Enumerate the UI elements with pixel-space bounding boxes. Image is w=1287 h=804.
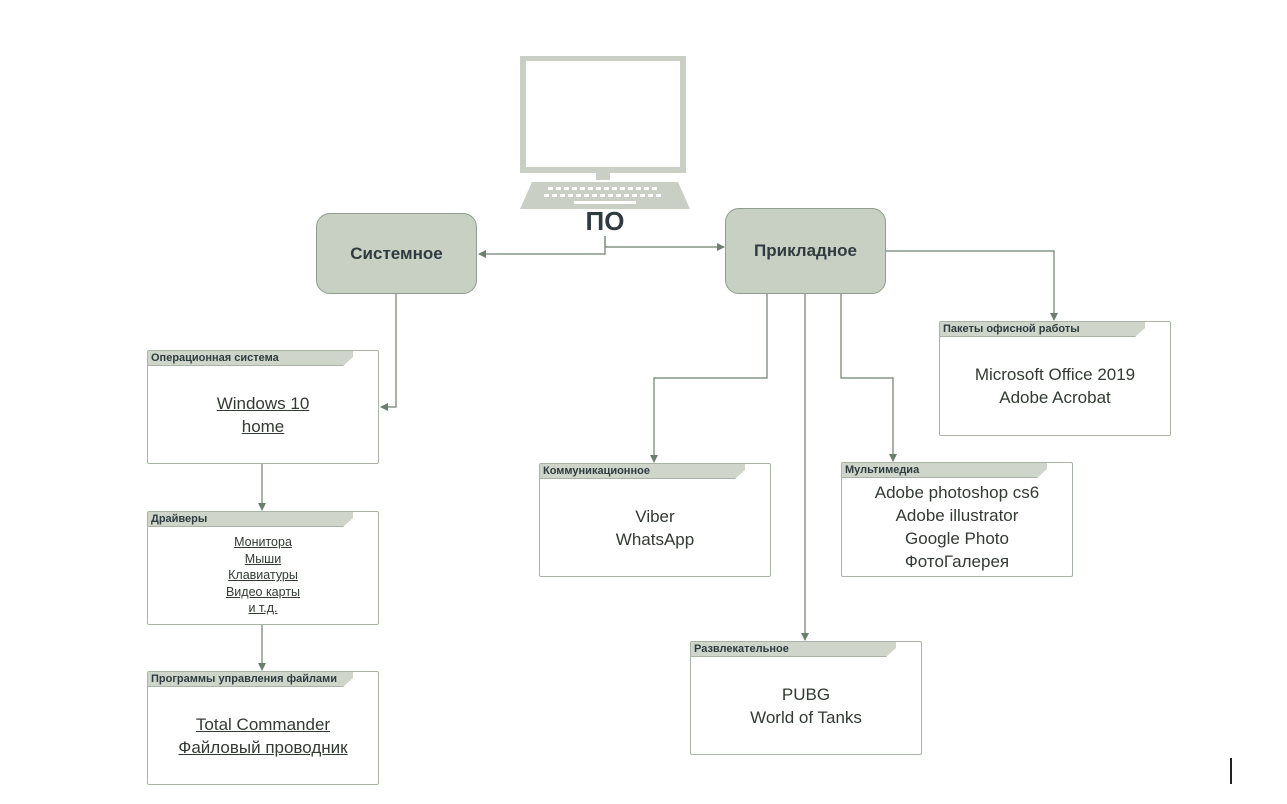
- driver-item: Видео карты: [225, 584, 301, 599]
- connector-root-applied: [604, 236, 725, 251]
- communication-frame-title: Коммуникационное: [540, 464, 745, 479]
- os-frame-title: Операционная система: [148, 351, 353, 366]
- connector-applied-communication: [650, 294, 768, 463]
- driver-item: Монитора: [234, 535, 292, 550]
- entertainment-frame-title: Развлекательное: [691, 642, 896, 657]
- drivers-frame-body: Монитора Мыши Клавиатуры Видео карты и т…: [148, 527, 378, 624]
- applied-node[interactable]: Прикладное: [725, 208, 886, 294]
- driver-item: и т.д.: [248, 601, 278, 616]
- driver-item: Мыши: [244, 551, 282, 566]
- communication-item: Viber: [635, 506, 675, 526]
- drivers-frame[interactable]: Драйверы Монитора Мыши Клавиатуры Видео …: [147, 511, 379, 625]
- system-node[interactable]: Системное: [316, 213, 477, 294]
- multimedia-item: Adobe photoshop cs6: [874, 482, 1040, 502]
- os-frame[interactable]: Операционная система Windows 10 home: [147, 350, 379, 464]
- multimedia-frame-title: Мультимедиа: [842, 463, 1047, 478]
- communication-frame[interactable]: Коммуникационное Viber WhatsApp: [539, 463, 771, 577]
- os-frame-body: Windows 10 home: [148, 366, 378, 463]
- file-managers-frame-title: Программы управления файлами: [148, 672, 353, 687]
- office-frame-body: Microsoft Office 2019 Adobe Acrobat: [940, 337, 1170, 435]
- applied-label: Прикладное: [754, 241, 857, 260]
- os-item: Windows 10: [216, 393, 310, 413]
- entertainment-frame[interactable]: Развлекательное PUBG World of Tanks: [690, 641, 922, 755]
- communication-frame-body: Viber WhatsApp: [540, 479, 770, 576]
- text-cursor: [1230, 758, 1232, 784]
- multimedia-item: Adobe illustrator: [895, 505, 1019, 525]
- communication-item: WhatsApp: [615, 529, 695, 549]
- multimedia-frame-body: Adobe photoshop cs6 Adobe illustrator Go…: [842, 477, 1072, 576]
- connector-applied-office: [886, 250, 1058, 321]
- office-item: Microsoft Office 2019: [974, 365, 1136, 384]
- office-frame[interactable]: Пакеты офисной работы Microsoft Office 2…: [939, 321, 1171, 436]
- connector-applied-multimedia: [840, 294, 897, 462]
- os-item: home: [241, 416, 285, 436]
- entertainment-item: World of Tanks: [750, 707, 862, 727]
- multimedia-item: ФотоГалерея: [904, 551, 1010, 571]
- multimedia-item: Google Photo: [905, 528, 1009, 548]
- office-item: Adobe Acrobat: [999, 388, 1111, 407]
- connector-root-system: [478, 236, 606, 258]
- entertainment-frame-body: PUBG World of Tanks: [691, 657, 921, 754]
- multimedia-frame[interactable]: Мультимедиа Adobe photoshop cs6 Adobe il…: [841, 462, 1073, 577]
- file-managers-frame[interactable]: Программы управления файлами Total Comma…: [147, 671, 379, 785]
- driver-item: Клавиатуры: [228, 568, 298, 583]
- office-frame-title: Пакеты офисной работы: [940, 322, 1145, 337]
- root-label: ПО: [585, 206, 625, 236]
- connector-system-os: [380, 294, 397, 411]
- drivers-frame-title: Драйверы: [148, 512, 353, 527]
- file-managers-frame-body: Total Commander Файловый проводник: [148, 687, 378, 784]
- file-manager-item: Total Commander: [195, 714, 331, 734]
- computer-icon: [520, 56, 690, 209]
- system-label: Системное: [350, 243, 443, 263]
- entertainment-item: PUBG: [781, 684, 831, 704]
- file-manager-item: Файловый проводник: [178, 737, 348, 757]
